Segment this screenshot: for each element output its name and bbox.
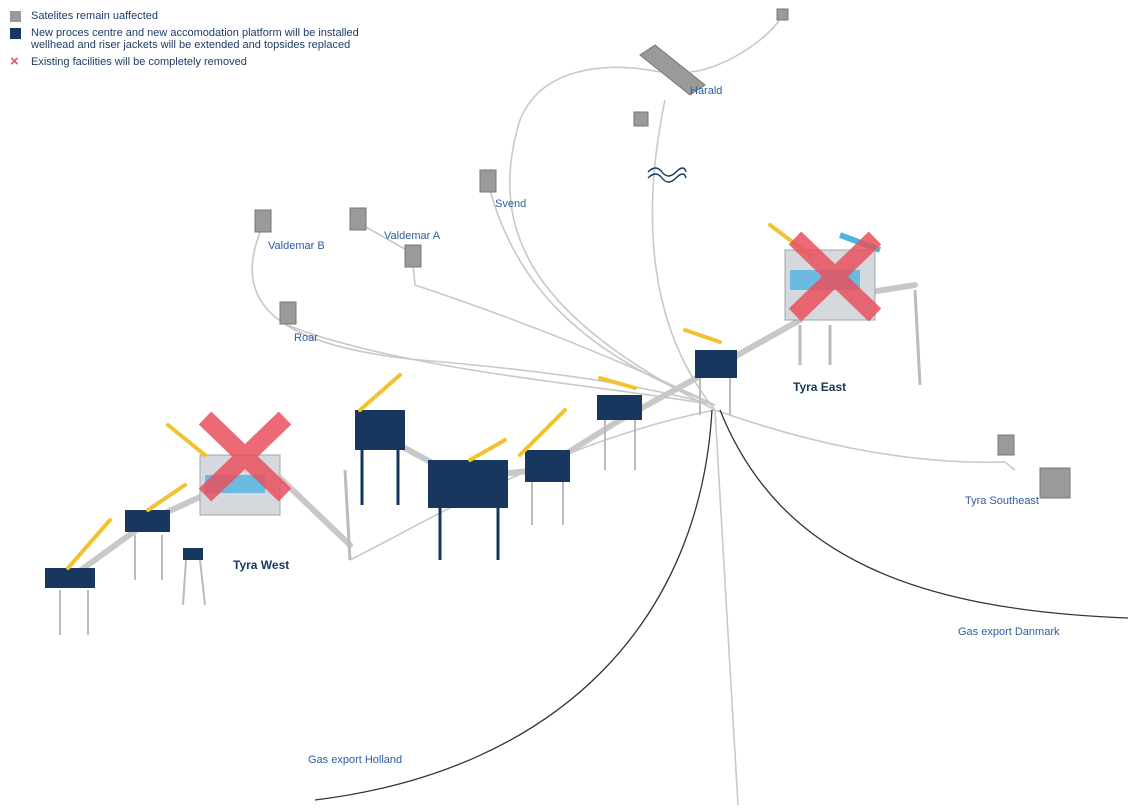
harald-platform — [639, 44, 706, 96]
label-gas-export-danmark: Gas export Danmark — [958, 626, 1060, 638]
pipeline-harald-north — [689, 13, 784, 73]
legend-label-new-facility: New proces centre and new accomodation p… — [31, 27, 359, 51]
tyra-west-riser — [183, 548, 203, 560]
pipeline-roar — [286, 324, 716, 406]
svend-platform — [479, 169, 497, 193]
red-x-icon: × — [10, 53, 19, 70]
legend-item-new-facility: New proces centre and new accomodation p… — [10, 27, 359, 51]
tyra-west-wellhead-1 — [45, 568, 95, 588]
wave-break-icon — [647, 167, 687, 183]
label-tyra-southeast: Tyra Southeast — [965, 495, 1039, 507]
process-centre — [428, 460, 508, 508]
tyra-southeast-well — [997, 434, 1015, 456]
red-x-icon — [198, 411, 292, 502]
pipeline-tyra-southeast — [714, 409, 1016, 471]
red-x-icon — [788, 231, 882, 322]
valdemar-b-platform — [254, 209, 272, 233]
legend-item-removed: × Existing facilities will be completely… — [10, 53, 359, 70]
valdemar-a-north-platform — [349, 207, 367, 231]
bridge-walkway — [67, 282, 918, 581]
tyra-southeast-platform — [1039, 467, 1071, 499]
legend: Satelites remain uaffected New proces ce… — [10, 10, 359, 73]
label-tyra-east: Tyra East — [793, 380, 847, 394]
harald-satellite — [633, 111, 649, 127]
harald-north-platform — [776, 8, 789, 21]
pipeline-valdemar-b — [251, 224, 716, 406]
legend-label-removed: Existing facilities will be completely r… — [31, 56, 247, 68]
label-tyra-west: Tyra West — [233, 558, 290, 572]
tyra-east-wellhead-2 — [695, 350, 737, 378]
valdemar-a-platform — [404, 244, 422, 268]
pipeline-svend — [489, 189, 716, 406]
tyra-west-wellhead-2 — [125, 510, 170, 532]
grey-box-icon — [10, 11, 21, 22]
label-svend: Svend — [495, 198, 527, 210]
label-roar: Roar — [294, 332, 318, 344]
pipeline-south — [714, 409, 739, 806]
new-facilities — [45, 350, 737, 635]
gas-export-holland-line — [314, 409, 713, 801]
legend-item-satellite: Satelites remain uaffected — [10, 10, 359, 22]
pipeline-svend-loop — [509, 66, 716, 411]
tyra-east-wellhead-1 — [597, 395, 642, 420]
riser-platform — [525, 450, 570, 482]
roar-platform — [279, 301, 297, 325]
pipeline-valdemar-a — [356, 221, 716, 406]
satellite-platforms — [254, 8, 1071, 499]
gas-export-danmark-line — [719, 409, 1129, 619]
label-gas-export-holland: Gas export Holland — [308, 754, 403, 766]
accommodation-platform — [355, 410, 405, 450]
pipelines — [251, 13, 1016, 806]
label-harald: Harald — [690, 85, 723, 97]
label-valdemar-a: Valdemar A — [384, 230, 441, 242]
legend-label-satellite: Satelites remain uaffected — [31, 10, 158, 22]
label-valdemar-b: Valdemar B — [268, 240, 325, 252]
dark-blue-box-icon — [10, 28, 21, 39]
